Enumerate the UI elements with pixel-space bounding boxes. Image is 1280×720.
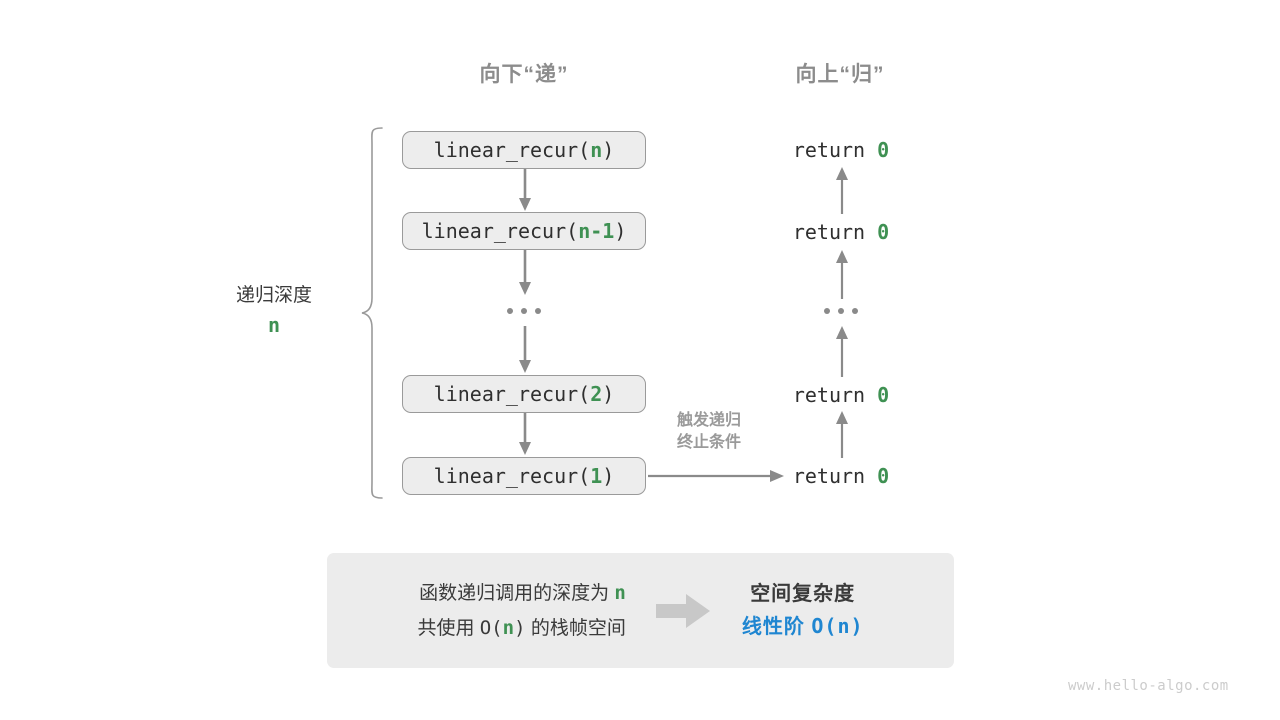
watermark: www.hello-algo.com xyxy=(1068,678,1229,694)
summary-left-line2-d: 的栈帧空间 xyxy=(530,617,626,639)
summary-left-line2-b: O( xyxy=(479,616,503,639)
call-box-1-prefix: linear_recur( xyxy=(433,464,591,488)
summary-left-line2-c: ) xyxy=(514,616,526,639)
return-value-3: 0 xyxy=(877,383,890,407)
call-box-2[interactable]: linear_recur(2) xyxy=(402,375,646,413)
summary-panel: 函数递归调用的深度为 n 共使用 O(n) 的栈帧空间 空间复杂度 线性阶 O(… xyxy=(327,553,954,668)
call-box-n-suffix: ) xyxy=(602,138,615,162)
recursion-depth-brace xyxy=(361,127,383,499)
trigger-note-line1: 触发递归 xyxy=(676,412,742,429)
call-box-1-arg: 1 xyxy=(590,464,603,488)
call-box-1-suffix: ) xyxy=(602,464,615,488)
implication-arrow-icon xyxy=(655,593,710,628)
return-statement-1: return 0 xyxy=(793,138,889,162)
recursion-depth-label: 递归深度 n xyxy=(236,281,312,339)
summary-right-value: 线性阶 O(n) xyxy=(742,610,864,643)
up-arrow-3 xyxy=(836,326,848,377)
call-box-n-arg: n xyxy=(590,138,603,162)
call-box-2-prefix: linear_recur( xyxy=(433,382,591,406)
return-value-4: 0 xyxy=(877,464,890,488)
return-statement-3: return 0 xyxy=(793,383,889,407)
recursion-depth-text: 递归深度 xyxy=(235,285,313,306)
summary-left-line1: 函数递归调用的深度为 n xyxy=(417,576,626,611)
ellipsis-left xyxy=(507,308,541,314)
return-statement-2: return 0 xyxy=(793,220,889,244)
column-header-ascend: 向上“归” xyxy=(795,63,885,86)
down-arrow-3 xyxy=(519,326,531,373)
summary-left-line1-n: n xyxy=(614,581,626,604)
summary-left-line1-text: 函数递归调用的深度为 xyxy=(419,582,610,604)
summary-right-text: 空间复杂度 线性阶 O(n) xyxy=(742,578,864,643)
trigger-note: 触发递归 终止条件 xyxy=(677,410,741,454)
return-value-1: 0 xyxy=(877,138,890,162)
summary-right-value-label: 线性阶 xyxy=(741,616,805,638)
summary-right-title: 空间复杂度 xyxy=(750,583,856,605)
down-arrow-2 xyxy=(519,250,531,295)
up-arrow-2 xyxy=(836,250,848,299)
summary-left-line2-a: 共使用 xyxy=(417,617,475,639)
call-box-n-minus-1-arg: n-1 xyxy=(578,219,615,243)
call-box-2-suffix: ) xyxy=(602,382,615,406)
summary-left-line2-n: n xyxy=(502,616,515,639)
call-box-n-prefix: linear_recur( xyxy=(433,138,591,162)
down-arrow-1 xyxy=(519,169,531,211)
call-box-n[interactable]: linear_recur(n) xyxy=(402,131,646,169)
call-box-1[interactable]: linear_recur(1) xyxy=(402,457,646,495)
recursion-depth-value: n xyxy=(267,313,281,337)
summary-left-text: 函数递归调用的深度为 n 共使用 O(n) 的栈帧空间 xyxy=(417,576,625,646)
base-case-arrow xyxy=(648,470,784,482)
down-arrow-4 xyxy=(519,413,531,455)
up-arrow-1 xyxy=(836,167,848,214)
return-statement-4: return 0 xyxy=(793,464,889,488)
up-arrow-4 xyxy=(836,411,848,458)
call-box-n-minus-1-prefix: linear_recur( xyxy=(421,219,579,243)
ellipsis-right xyxy=(824,308,858,314)
column-header-descend: 向下“递” xyxy=(479,63,569,86)
summary-left-line2: 共使用 O(n) 的栈帧空间 xyxy=(417,611,625,646)
summary-right-value-expr: O(n) xyxy=(811,614,864,638)
call-box-n-minus-1-suffix: ) xyxy=(614,219,627,243)
return-keyword-4: return xyxy=(792,464,866,488)
return-keyword-1: return xyxy=(792,138,866,162)
call-box-n-minus-1[interactable]: linear_recur(n-1) xyxy=(402,212,646,250)
call-box-2-arg: 2 xyxy=(590,382,603,406)
return-keyword-2: return xyxy=(792,220,866,244)
trigger-note-line2: 终止条件 xyxy=(676,434,742,451)
return-value-2: 0 xyxy=(877,220,890,244)
return-keyword-3: return xyxy=(792,383,866,407)
